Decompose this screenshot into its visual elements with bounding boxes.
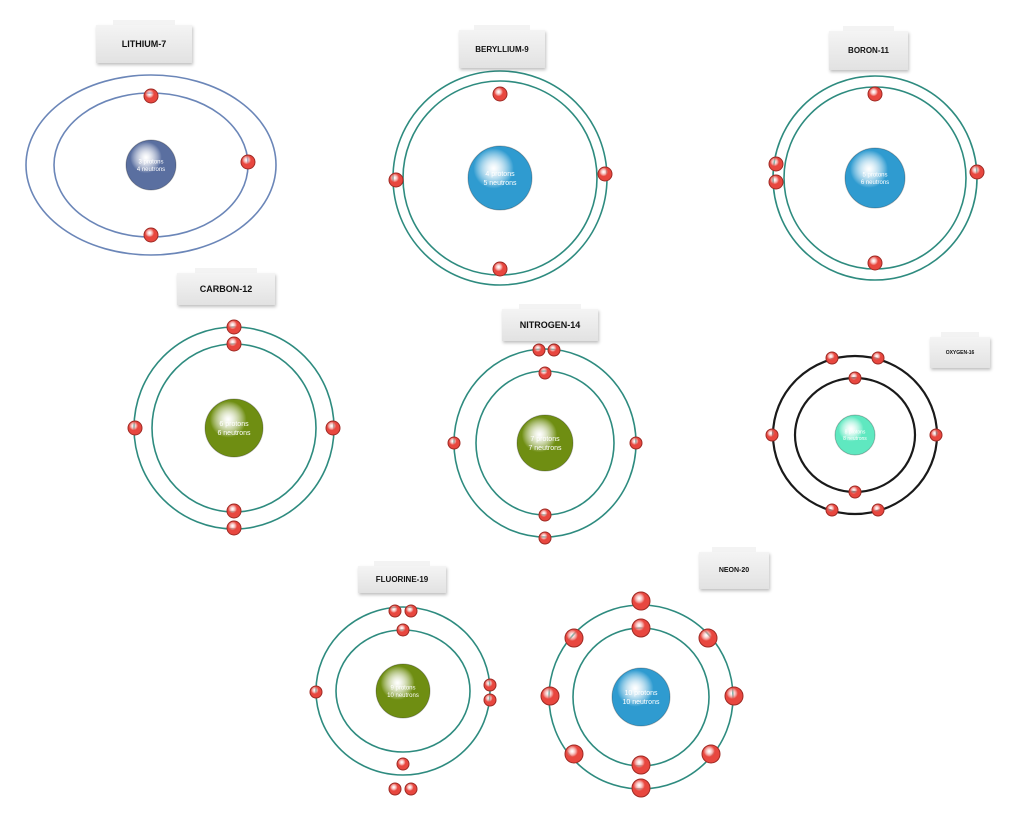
electron: [969, 164, 985, 180]
electron: [768, 174, 784, 190]
electron: [492, 261, 508, 277]
atom-label-lithium-7: LITHIUM-7: [96, 20, 192, 63]
electron: [929, 428, 943, 442]
electron: [388, 782, 402, 796]
electron: [404, 604, 418, 618]
atom-label-nitrogen-14: NITROGEN-14: [502, 304, 598, 341]
nucleus-label-protons: 5 protons: [862, 172, 887, 178]
electron: [226, 503, 242, 519]
nucleus: [834, 414, 876, 456]
electron: [765, 428, 779, 442]
electron: [388, 604, 402, 618]
electron: [825, 503, 839, 517]
orbit-shell-2: [25, 74, 277, 256]
nucleus-label-neutrons: 8 neutrons: [843, 436, 867, 442]
atom-label-neon-20: NEON-20: [699, 547, 769, 589]
nucleus: [844, 147, 906, 209]
atom-label-fluorine-19: FLUORINE-19: [358, 561, 446, 593]
electron: [538, 366, 552, 380]
electron: [848, 485, 862, 499]
nucleus-label-neutrons: 4 neutrons: [137, 167, 165, 173]
electron: [825, 351, 839, 365]
electron: [492, 86, 508, 102]
electron: [631, 755, 651, 775]
electron: [532, 343, 546, 357]
electron: [848, 371, 862, 385]
nucleus-label-neutrons: 7 neutrons: [528, 445, 562, 452]
electron: [631, 618, 651, 638]
atom-nitrogen-14: 7 protons 7 neutrons: [447, 343, 643, 545]
nucleus-label-neutrons: 10 neutrons: [387, 693, 419, 699]
nucleus-label-protons: 7 protons: [530, 436, 560, 443]
electron: [143, 88, 159, 104]
electron: [867, 255, 883, 271]
nucleus-label-protons: 3 protons: [138, 159, 163, 165]
nucleus-label-protons: 4 protons: [485, 171, 515, 178]
electron: [768, 156, 784, 172]
electron: [871, 503, 885, 517]
electron: [547, 343, 561, 357]
electron: [597, 166, 613, 182]
electron: [867, 86, 883, 102]
electron: [538, 531, 552, 545]
electron: [226, 336, 242, 352]
electron: [483, 678, 497, 692]
atom-lithium-7: 3 protons 4 neutrons: [25, 74, 277, 256]
electron: [701, 744, 721, 764]
electron: [143, 227, 159, 243]
electron: [226, 319, 242, 335]
electron: [240, 154, 256, 170]
nucleus-label-neutrons: 6 neutrons: [861, 180, 889, 186]
electron: [631, 591, 651, 611]
atom-label-boron-11: BORON-11: [829, 26, 908, 70]
nucleus: [516, 414, 574, 472]
electron: [226, 520, 242, 536]
nucleus-label-neutrons: 5 neutrons: [483, 180, 517, 187]
electron: [564, 628, 584, 648]
atom-label-beryllium-9: BERYLLIUM-9: [459, 25, 545, 68]
nucleus: [611, 667, 671, 727]
electron: [309, 685, 323, 699]
atom-label-oxygen-16: OXYGEN-16: [930, 332, 990, 368]
atom-carbon-12: 6 protons 6 neutrons: [127, 319, 341, 536]
nucleus: [375, 663, 431, 719]
nucleus-label-neutrons: 10 neutrons: [623, 699, 660, 706]
atom-fluorine-19: 9 protons 10 neutrons: [309, 604, 497, 796]
electron: [564, 744, 584, 764]
electron: [396, 757, 410, 771]
atom-label-carbon-12: CARBON-12: [177, 268, 275, 305]
atom-beryllium-9: 4 protons 5 neutrons: [388, 70, 613, 286]
atom-neon-20: 10 protons 10 neutrons: [540, 591, 744, 798]
electron: [698, 628, 718, 648]
electron: [631, 778, 651, 798]
electron: [325, 420, 341, 436]
nucleus: [204, 398, 264, 458]
electron: [540, 686, 560, 706]
nucleus-label-protons: 10 protons: [624, 690, 658, 697]
electron: [388, 172, 404, 188]
nucleus-label-protons: 9 protons: [390, 685, 415, 691]
nucleus-label-protons: 6 protons: [219, 421, 249, 428]
electron: [629, 436, 643, 450]
nucleus: [467, 145, 533, 211]
electron: [871, 351, 885, 365]
electron: [404, 782, 418, 796]
electron: [396, 623, 410, 637]
nucleus-label-protons: 8 protons: [845, 430, 866, 436]
atom-boron-11: 5 protons 6 neutrons: [768, 75, 985, 281]
electron: [127, 420, 143, 436]
nucleus-label-neutrons: 6 neutrons: [217, 430, 251, 437]
nucleus: [125, 139, 177, 191]
electron: [724, 686, 744, 706]
electron: [483, 693, 497, 707]
electron: [447, 436, 461, 450]
electron: [538, 508, 552, 522]
